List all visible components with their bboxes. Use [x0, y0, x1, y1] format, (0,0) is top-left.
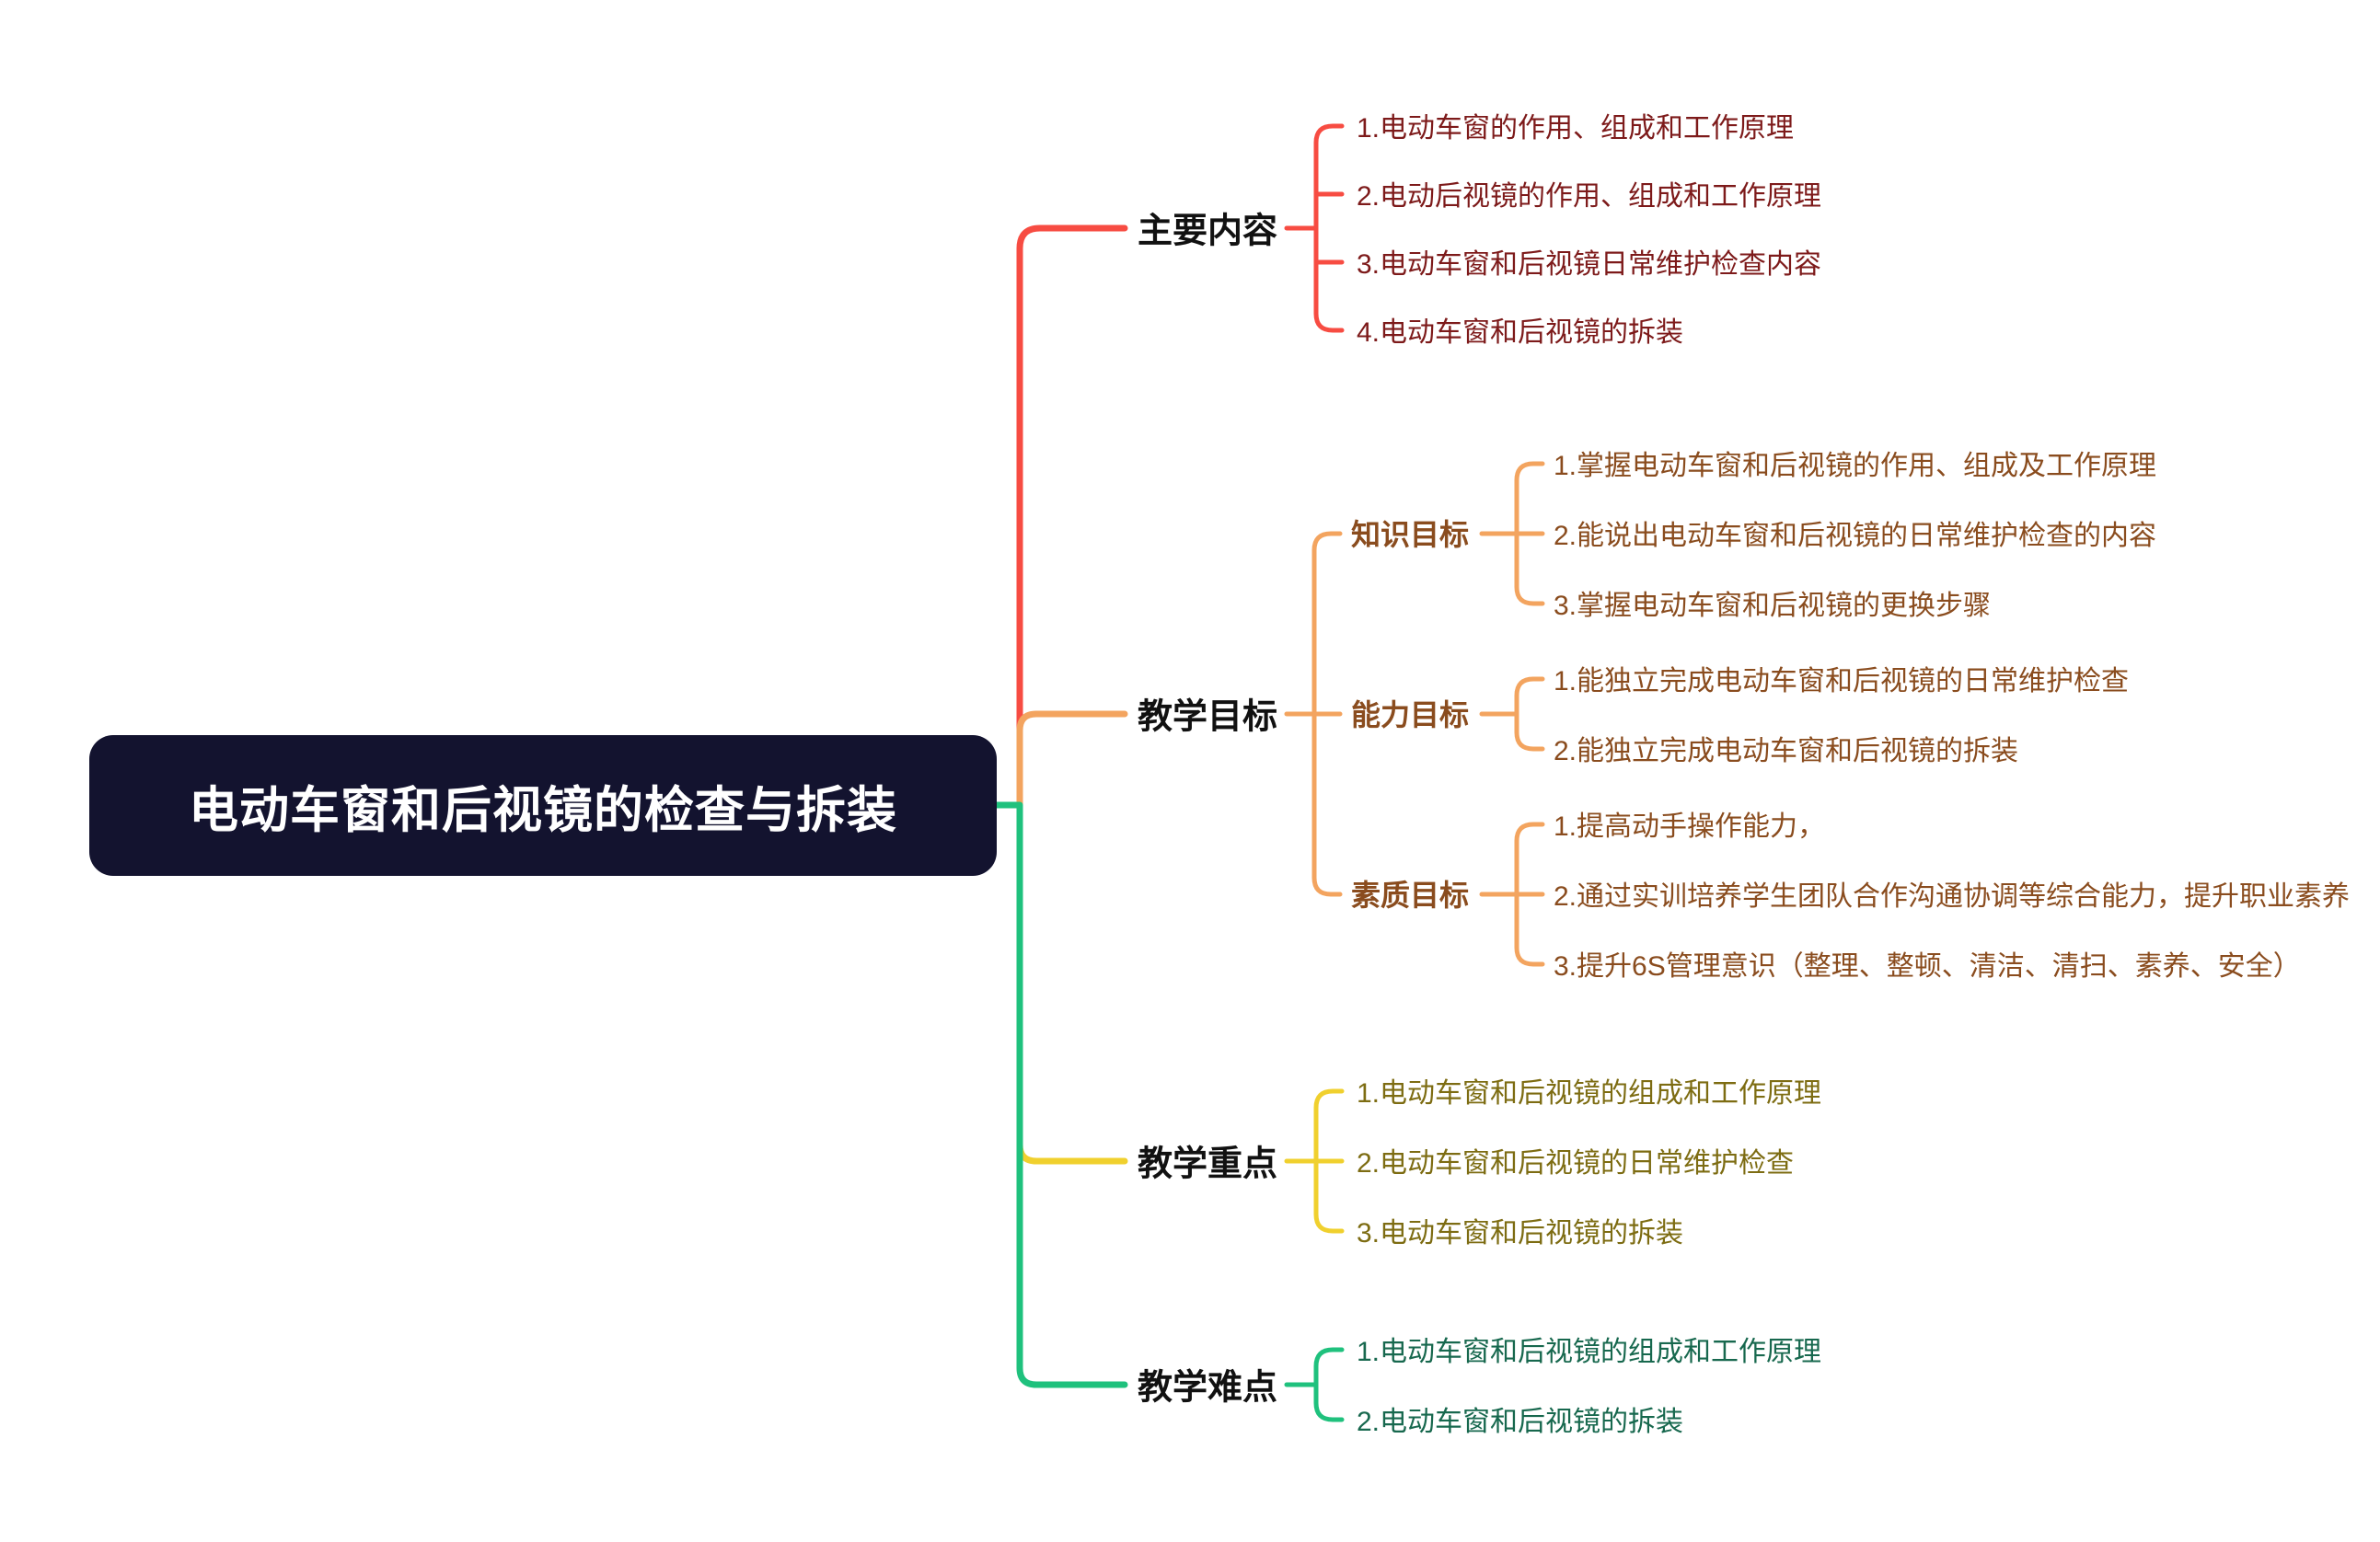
- root-topic-label: 电动车窗和后视镜的检查与拆装: [189, 783, 897, 838]
- item-ability-goal-1[interactable]: 1.能独立完成电动车窗和后视镜的日常维护检查: [1554, 666, 2130, 697]
- item-quality-goal-1[interactable]: 1.提高动手操作能力，: [1554, 811, 1826, 843]
- connector-trunk-green: [993, 801, 1128, 1388]
- item-main-content-1[interactable]: 1.电动车窗的作用、组成和工作原理: [1357, 113, 1795, 144]
- branch-main-content[interactable]: 主要内容: [1138, 212, 1278, 251]
- connector-brace-difficult-points: [1313, 1347, 1345, 1422]
- item-key-point-2[interactable]: 2.电动车窗和后视镜的日常维护检查: [1357, 1148, 1795, 1180]
- item-difficult-point-2[interactable]: 2.电动车窗和后视镜的拆装: [1357, 1407, 1684, 1438]
- connector-brace-main-content: [1313, 123, 1345, 333]
- item-key-point-1[interactable]: 1.电动车窗和后视镜的组成和工作原理: [1357, 1078, 1822, 1110]
- item-key-point-3[interactable]: 3.电动车窗和后视镜的拆装: [1357, 1218, 1684, 1249]
- item-quality-goal-3[interactable]: 3.提升6S管理意识（整理、整顿、清洁、清扫、素养、安全）: [1554, 951, 2301, 983]
- item-knowledge-goal-3[interactable]: 3.掌握电动车窗和后视镜的更换步骤: [1554, 591, 1992, 622]
- branch-difficult-points[interactable]: 教学难点: [1138, 1368, 1278, 1408]
- connector-trunk-red: [1016, 224, 1128, 732]
- item-knowledge-goal-1[interactable]: 1.掌握电动车窗和后视镜的作用、组成及工作原理: [1554, 451, 2157, 482]
- item-knowledge-goal-2[interactable]: 2.能说出电动车窗和后视镜的日常维护检查的内容: [1554, 521, 2157, 552]
- subbranch-ability-goal[interactable]: 能力目标: [1351, 698, 1470, 732]
- connector-brace-ability-goal: [1514, 676, 1545, 752]
- branch-key-points[interactable]: 教学重点: [1138, 1145, 1278, 1184]
- item-main-content-3[interactable]: 3.电动车窗和后视镜日常维护检查内容: [1357, 249, 1822, 281]
- item-quality-goal-2[interactable]: 2.通过实训培养学生团队合作沟通协调等综合能力，提升职业素养: [1554, 881, 2351, 913]
- subbranch-knowledge-goal[interactable]: 知识目标: [1351, 518, 1470, 552]
- branch-teaching-goals[interactable]: 教学目标: [1138, 697, 1278, 737]
- item-ability-goal-2[interactable]: 2.能独立完成电动车窗和后视镜的拆装: [1554, 736, 2019, 767]
- root-topic[interactable]: 电动车窗和后视镜的检查与拆装: [89, 735, 997, 876]
- item-main-content-4[interactable]: 4.电动车窗和后视镜的拆装: [1357, 317, 1684, 349]
- item-main-content-2[interactable]: 2.电动后视镜的作用、组成和工作原理: [1357, 181, 1822, 213]
- subbranch-quality-goal[interactable]: 素质目标: [1351, 879, 1470, 913]
- item-difficult-point-1[interactable]: 1.电动车窗和后视镜的组成和工作原理: [1357, 1337, 1822, 1368]
- connector-brace-goal-groups: [1311, 531, 1343, 897]
- connector-trunk-yellow: [1016, 1141, 1128, 1165]
- connector-trunk-orange: [1016, 710, 1128, 809]
